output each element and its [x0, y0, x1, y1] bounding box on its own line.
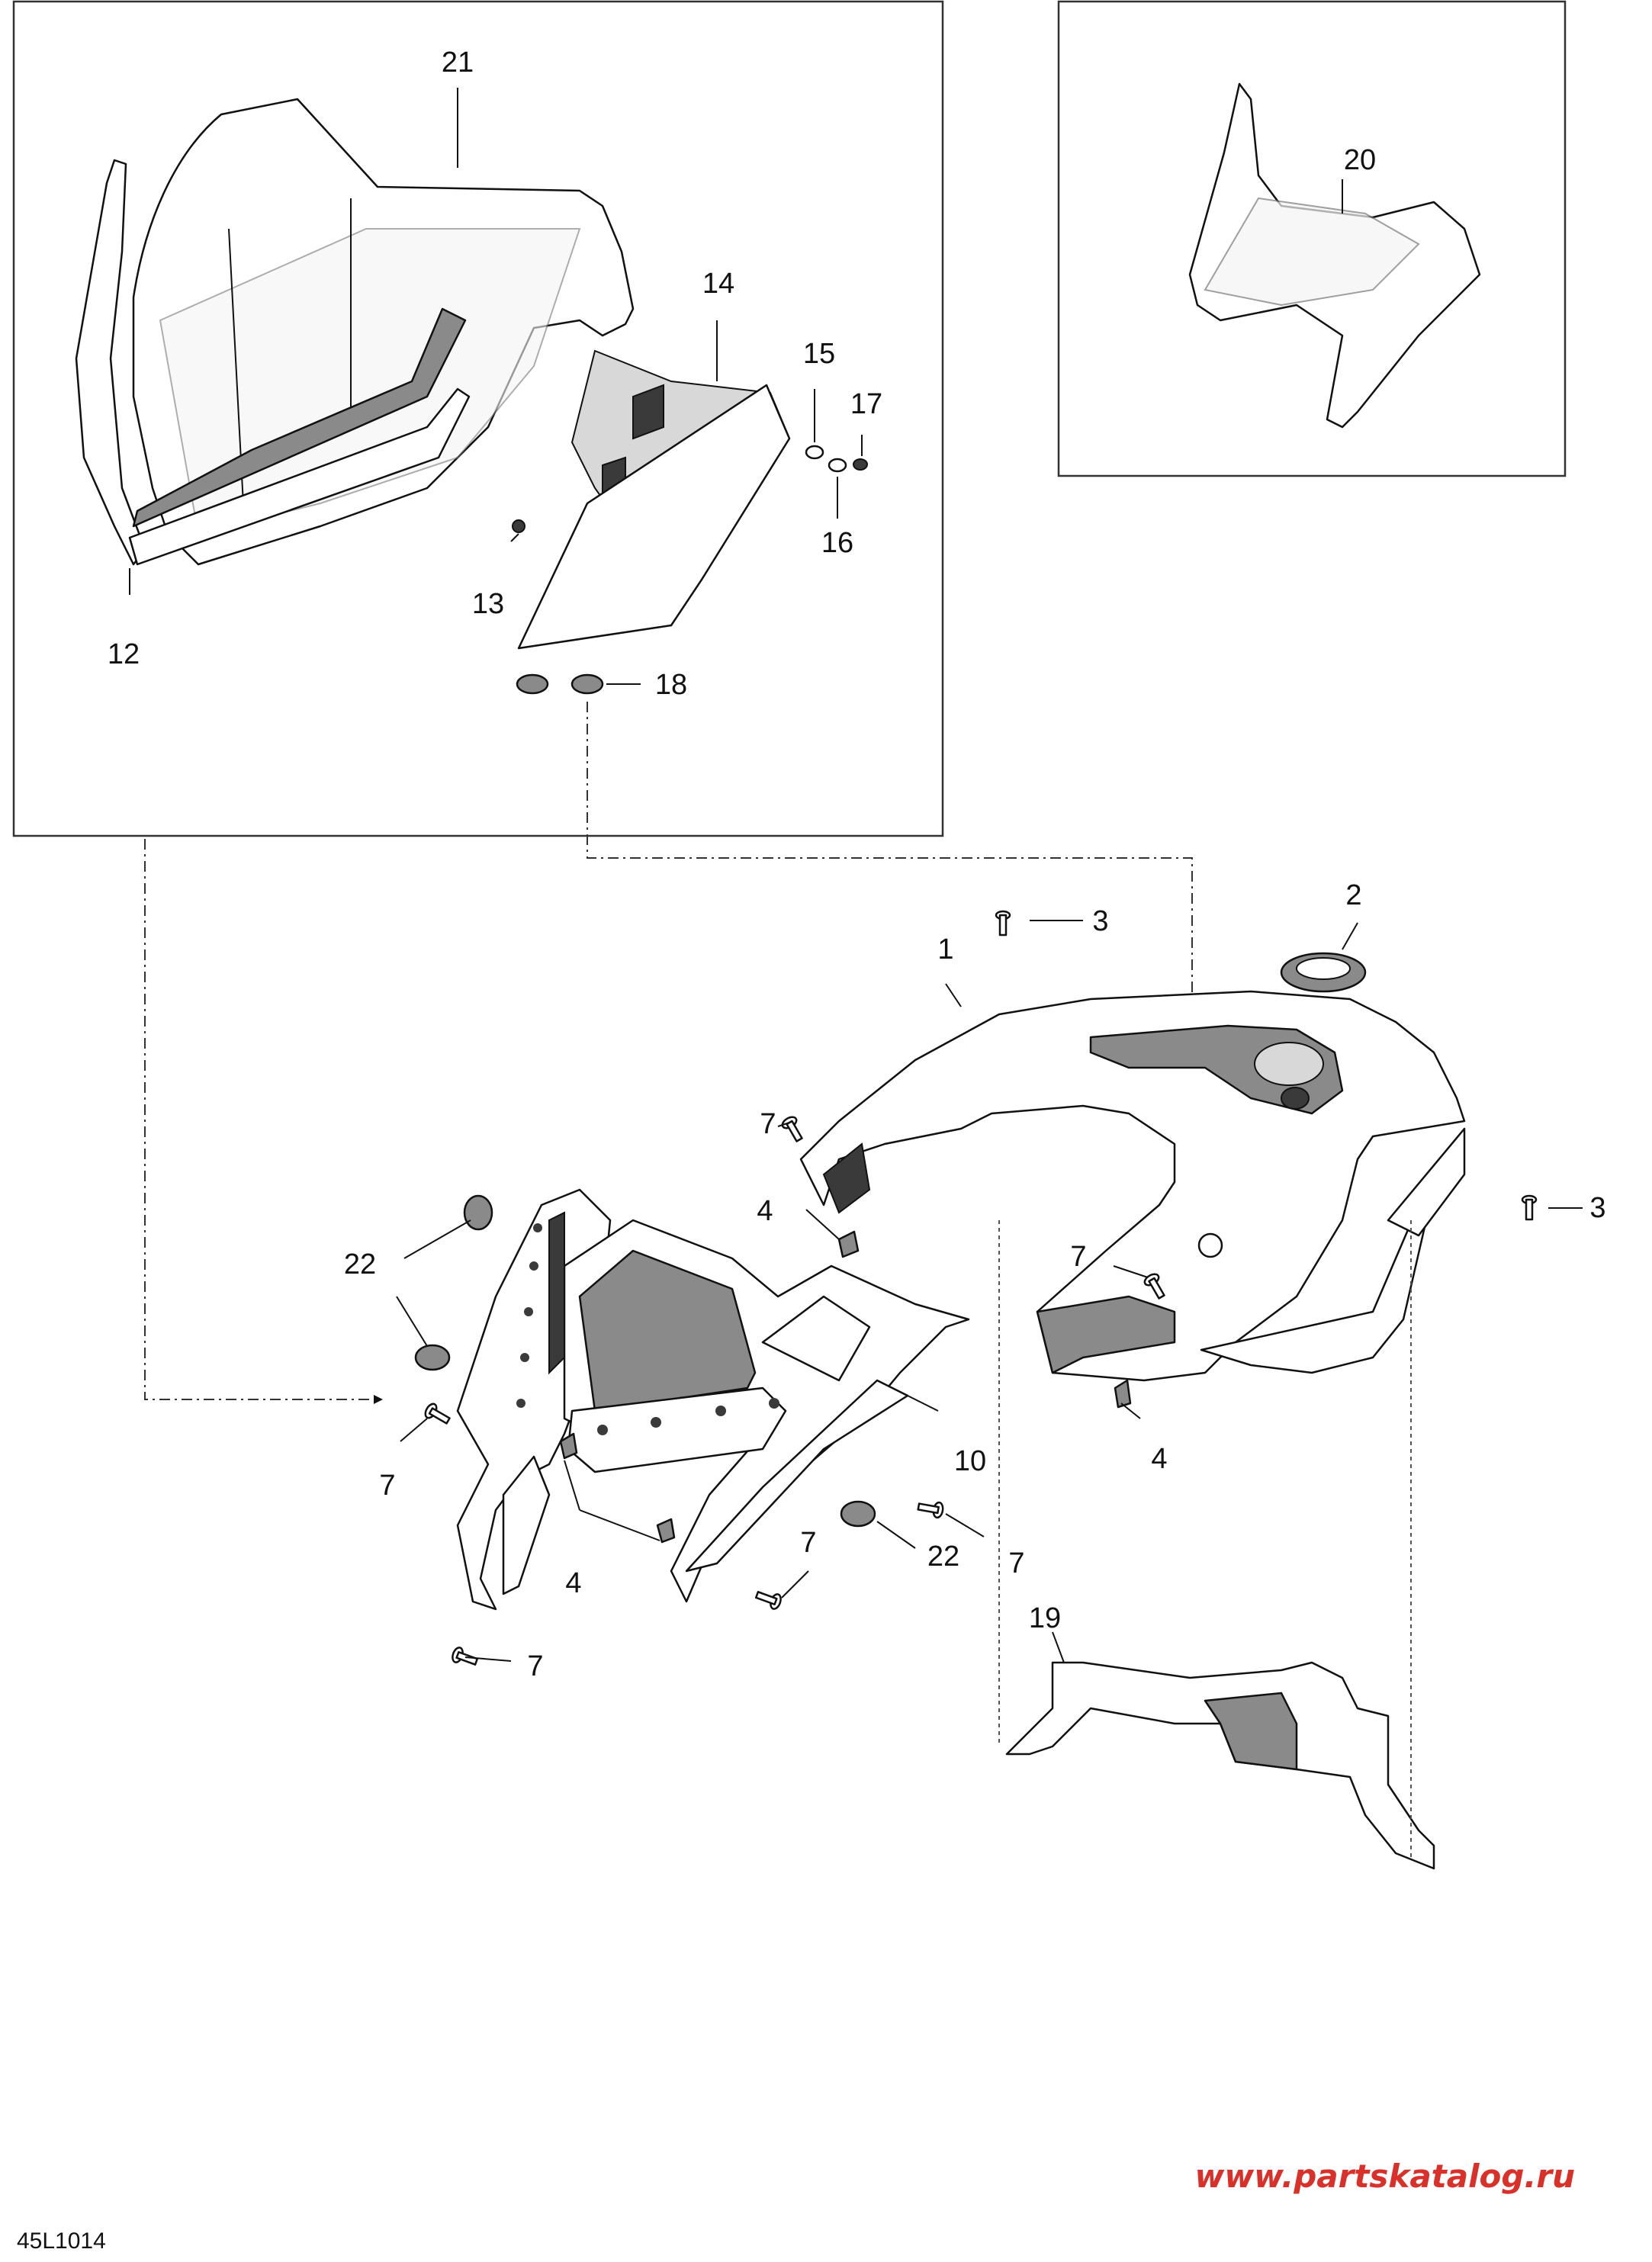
callout-19: 19	[1029, 1602, 1061, 1634]
callout-1: 1	[937, 933, 953, 966]
callout-7-bottom: 7	[527, 1650, 543, 1682]
callout-2: 2	[1345, 879, 1361, 911]
side-panel-14	[517, 320, 791, 650]
leader-12-to-side-panel	[144, 839, 374, 1400]
callout-7-lower: 7	[800, 1527, 816, 1559]
watermark-text: www.partskatalog.ru	[1195, 2158, 1575, 2195]
screws-7	[424, 1116, 1165, 1666]
nut-13-icon	[512, 519, 525, 533]
grommets-18	[516, 673, 641, 695]
windshield-20	[1188, 82, 1481, 429]
grommets-22	[396, 1194, 916, 1549]
bracket-19	[1005, 1631, 1435, 1870]
callout-13: 13	[472, 588, 504, 620]
screw-3-right	[1521, 1194, 1583, 1221]
callout-4-lower: 4	[565, 1567, 581, 1599]
fuel-opening-icon	[1254, 1042, 1324, 1086]
diagram-code: 45L1014	[17, 2228, 106, 2254]
callout-22-upper: 22	[344, 1248, 376, 1280]
callout-7-body: 7	[1070, 1241, 1086, 1273]
body-panel-1	[799, 983, 1466, 1382]
callout-labels: 1 2 3 3 7 4 7 4 22 7 10 7 22 7 4 7 19 21…	[108, 47, 1606, 1682]
alt-windshield-frame	[1057, 0, 1567, 477]
callout-7-right: 7	[1008, 1547, 1024, 1579]
hardware-15-16-17	[805, 389, 868, 519]
callout-4-body: 4	[1151, 1443, 1167, 1475]
callout-12: 12	[108, 638, 140, 670]
callout-18: 18	[655, 669, 687, 701]
callout-15: 15	[803, 338, 835, 370]
callout-17: 17	[850, 388, 882, 420]
aperture-icon	[1197, 1232, 1223, 1258]
callout-21: 21	[442, 47, 474, 79]
callout-7-left: 7	[379, 1470, 395, 1502]
callout-3-right: 3	[1589, 1192, 1605, 1224]
callout-16: 16	[821, 527, 853, 559]
deflector-12	[75, 159, 471, 595]
callout-3-top: 3	[1092, 905, 1108, 937]
callout-20: 20	[1344, 144, 1376, 176]
windshield-kit-frame	[12, 0, 944, 837]
windshield-21	[132, 98, 635, 566]
grommet-2	[1280, 922, 1367, 993]
callout-22-lower: 22	[927, 1541, 959, 1573]
side-panel-10	[456, 1188, 970, 1611]
clips-4	[559, 1230, 1132, 1544]
screw-3-top	[995, 910, 1083, 937]
callout-10: 10	[954, 1445, 986, 1477]
callout-4-upper: 4	[757, 1195, 773, 1227]
callout-14: 14	[702, 268, 734, 300]
callout-7-upper: 7	[760, 1108, 776, 1140]
